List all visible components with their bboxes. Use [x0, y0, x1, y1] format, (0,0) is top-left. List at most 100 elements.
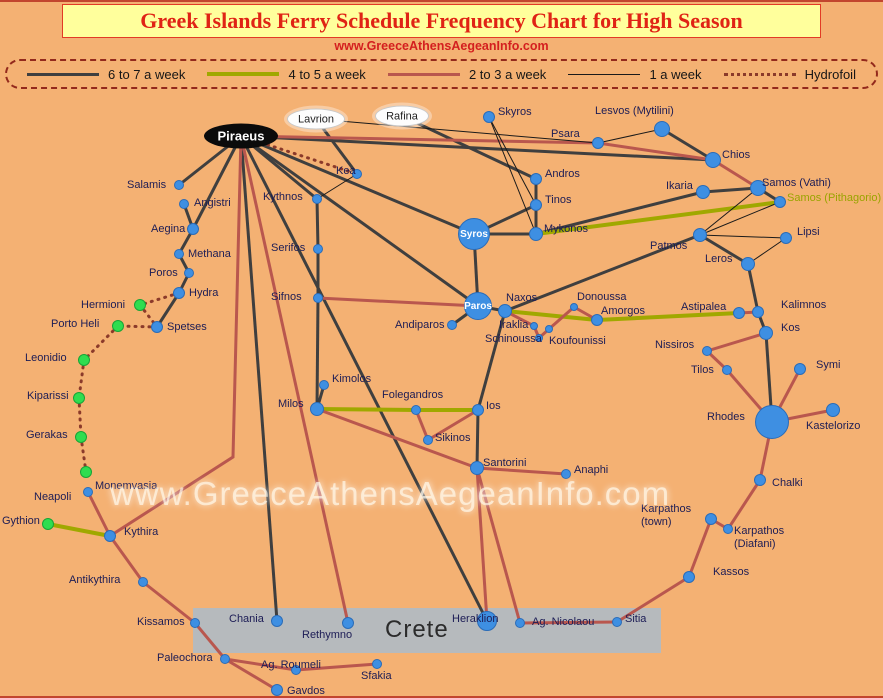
title-banner: Greek Islands Ferry Schedule Frequency C… [62, 4, 821, 38]
label-ikaria: Ikaria [666, 180, 693, 192]
label-aegina: Aegina [151, 223, 186, 235]
route-samosvathi-patmos [699, 187, 759, 236]
route-koufounissi-donoussa [548, 305, 575, 331]
port-schinoussa [535, 334, 543, 342]
label-amorgos: Amorgos [601, 305, 646, 317]
label-sifnos: Sifnos [271, 291, 302, 303]
route-kea-kythnos [316, 173, 358, 200]
legend-swatch-hf [723, 72, 796, 76]
port-aegina [187, 223, 199, 235]
route-piraeus-psara [240, 134, 599, 145]
port-gerakas [75, 431, 87, 443]
label-lesvos: Lesvos (Mytilini) [595, 105, 674, 117]
port-nissiros [702, 346, 712, 356]
route-lipsi-leros [747, 237, 787, 265]
label-kiparissi: Kiparissi [27, 390, 69, 402]
legend-label-67: 6 to 7 a week [108, 66, 186, 82]
port-piraeus: Piraeus [204, 123, 278, 149]
port-agroumeli [291, 665, 301, 675]
route-spetses-portoheli [116, 324, 159, 329]
port-paleochora [220, 654, 230, 664]
port-naxos [498, 304, 512, 318]
label-schinoussa: Schinoussa [485, 333, 542, 345]
route-mykonos-samospith [535, 200, 781, 236]
label-salamis: Salamis [127, 179, 167, 191]
label-sfakia: Sfakia [361, 670, 392, 682]
label-koufounissi: Koufounissi [549, 335, 606, 347]
port-heraklion [477, 611, 497, 631]
legend-swatch-45 [207, 72, 280, 76]
route-ikaria-samosvathi [702, 186, 759, 194]
label-kastelorizo: Kastelorizo [806, 420, 861, 432]
legend-label-1: 1 a week [649, 66, 702, 82]
label-gavdos: Gavdos [287, 685, 325, 697]
route-milos-folegandros [316, 407, 417, 412]
port-kea [352, 169, 362, 179]
port-kassos [683, 571, 695, 583]
label-gerakas: Gerakas [26, 429, 68, 441]
port-chios [705, 152, 721, 168]
port-mykonos [529, 227, 543, 241]
route-kassos-sitia [616, 575, 690, 624]
port-poros [184, 268, 194, 278]
label-paleochora: Paleochora [157, 652, 213, 664]
route-sikinos-ios [427, 408, 479, 442]
route-sifnos-milos [315, 297, 320, 410]
legend-label-hf: Hydrofoil [804, 66, 856, 82]
label-angistri: Angistri [194, 197, 231, 209]
label-antikythira: Antikythira [69, 574, 121, 586]
port-syros: Syros [458, 218, 490, 250]
label-sitia: Sitia [625, 613, 647, 625]
port-gavdos [271, 684, 283, 696]
label-hydra: Hydra [189, 287, 219, 299]
route-milos-santorini [316, 407, 478, 470]
label-monemvasia: Monemvasia [95, 480, 158, 492]
label-heraklion: Heraklion [452, 613, 499, 625]
label-samospith: Samos (Pithagorio) [787, 192, 882, 204]
label-nissiros: Nissiros [655, 339, 695, 351]
label-samosvathi: Samos (Vathi) [762, 177, 831, 189]
port-folegandros [411, 405, 421, 415]
route-ios-santorini [475, 409, 480, 469]
route-leonidio-kiparissi [77, 358, 86, 400]
route-leros-kalimnos [746, 263, 760, 313]
port-lesvos [654, 121, 670, 137]
port-karpathostown [705, 513, 717, 525]
route-lavrion-psara [315, 118, 599, 144]
label-naxos: Naxos [506, 292, 538, 304]
crete-label: Crete [385, 616, 449, 643]
route-psara-chios [597, 141, 714, 162]
route-piraeus-chania [239, 135, 279, 622]
port-samospith [774, 196, 786, 208]
label-astipalea: Astipalea [681, 301, 727, 313]
port-kiparissi [73, 392, 85, 404]
label-lipsi: Lipsi [797, 226, 820, 238]
legend-item-23: 2 to 3 a week [387, 67, 546, 82]
port-serifos [313, 244, 323, 254]
route-chalki-karpathosdiafani [726, 479, 762, 530]
port-astipalea [733, 307, 745, 319]
port-spetses [151, 321, 163, 333]
label-kalimnos: Kalimnos [781, 299, 827, 311]
port-psara [592, 137, 604, 149]
route-samospith-patmos [699, 201, 781, 236]
label-santorini: Santorini [483, 457, 527, 469]
label-anaphi: Anaphi [574, 464, 609, 476]
label-andros: Andros [545, 168, 580, 180]
route-sitia-agnicolaou [519, 620, 618, 625]
label-milos: Milos [278, 398, 304, 410]
label-agroumeli: Ag. Roumeli [261, 659, 321, 671]
port-andros [530, 173, 542, 185]
label-mykonos: Mykonos [544, 223, 589, 235]
port-agnicolaou [515, 618, 525, 628]
route-agroumeli-sfakia [295, 662, 378, 672]
label-kea: Kea [336, 165, 356, 177]
port-samosvathi [750, 180, 766, 196]
port-kalimnos [752, 306, 764, 318]
route-kythira-antikythira [108, 535, 145, 583]
route-kissamos-paleochora [193, 622, 227, 660]
label-symi: Symi [816, 359, 841, 371]
port-methana [174, 249, 184, 259]
